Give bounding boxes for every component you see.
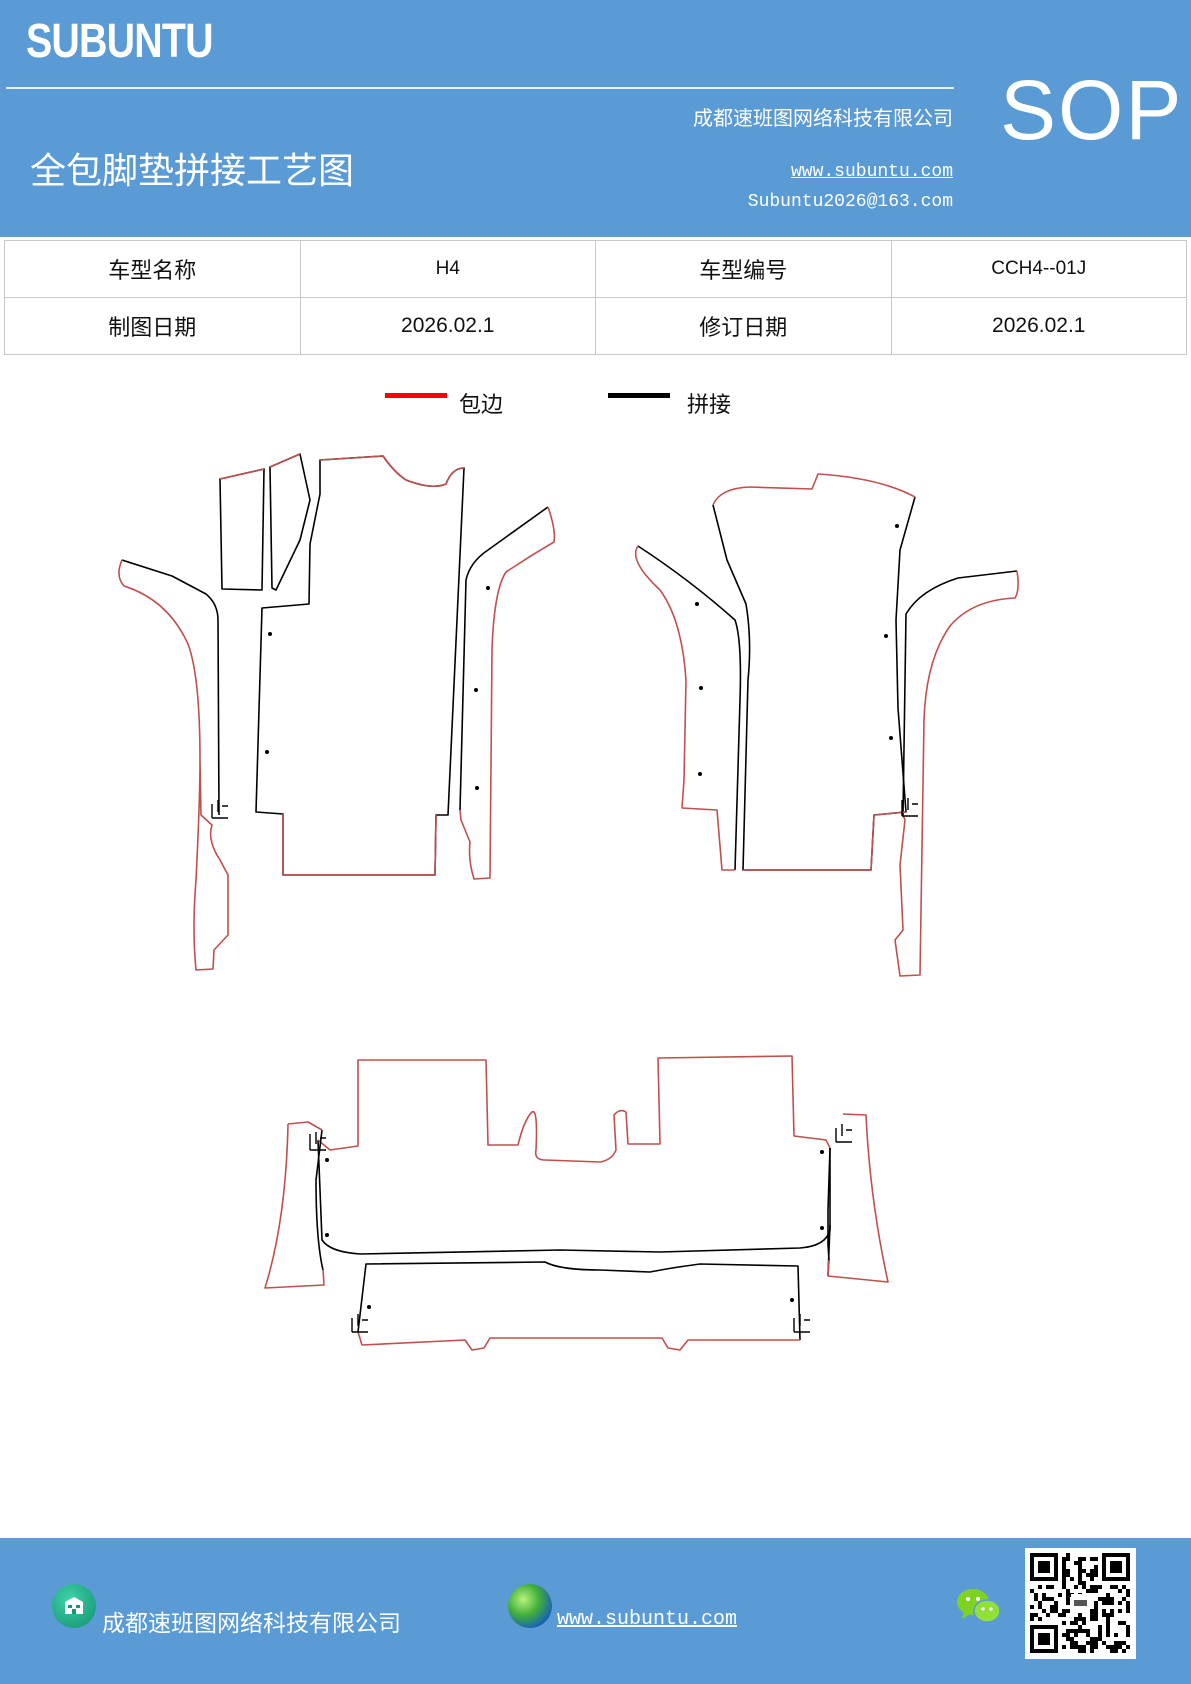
legend-edge-label: 包边 [459,393,504,418]
mat-piece-rear-main [317,1055,831,1255]
model-code-value: CCH4--01J [890,240,1187,298]
drawing-date-value: 2026.02.1 [299,297,596,355]
mat-piece-rear-bottom [357,1261,801,1351]
reference-dots [265,524,899,1309]
drawing-date-label: 制图日期 [4,297,301,355]
header-email: Subuntu2026@163.com [747,192,953,212]
building-icon [52,1584,96,1628]
mat-piece-rear-left-wing [264,1121,325,1289]
qr-code [1025,1548,1136,1659]
brand-logo: SUBUNTU [26,15,213,68]
footer-company: 成都速班图网络科技有限公司 [102,1611,401,1637]
mat-piece-driver [255,455,465,876]
info-table: 车型名称 H4 车型编号 CCH4--01J 制图日期 2026.02.1 修订… [4,240,1187,355]
header-divider [6,87,954,89]
page-title: 全包脚垫拼接工艺图 [30,151,355,192]
legend-splice-label: 拼接 [687,393,732,418]
model-name-label: 车型名称 [4,240,301,298]
footer-banner: 成都速班图网络科技有限公司 www.subuntu.com [0,1538,1191,1684]
legend: 包边 拼接 [0,385,1191,425]
mat-piece-left-small-b [269,453,311,591]
legend-edge-swatch [385,393,447,398]
mat-piece-rear-right-wing [827,1113,889,1283]
mat-piece-left-pillar [118,559,229,971]
header-banner: SUBUNTU SOP 全包脚垫拼接工艺图 成都速班图网络科技有限公司 www.… [0,0,1191,237]
model-name-value: H4 [299,240,596,298]
mat-piece-right-strip [634,545,742,871]
table-row: 车型名称 H4 车型编号 CCH4--01J [4,240,1187,298]
revision-date-value: 2026.02.1 [890,297,1187,355]
globe-icon [508,1584,552,1628]
mat-piece-left-small-a [219,468,265,591]
header-company: 成都速班图网络科技有限公司 [693,106,953,130]
sop-badge: SOP [1000,63,1184,157]
revision-date-label: 修订日期 [595,297,892,355]
wechat-icon[interactable] [956,1586,1002,1626]
header-website-link[interactable]: www.subuntu.com [790,162,953,182]
mat-piece-center-strip [459,506,556,880]
model-code-label: 车型编号 [595,240,892,298]
stop-marks [211,798,918,1333]
footer-website-link[interactable]: www.subuntu.com [557,1608,738,1631]
mat-piece-right-pillar [894,570,1019,977]
mat-piece-passenger [712,473,916,871]
table-row: 制图日期 2026.02.1 修订日期 2026.02.1 [4,297,1187,355]
legend-splice-swatch [608,393,670,398]
